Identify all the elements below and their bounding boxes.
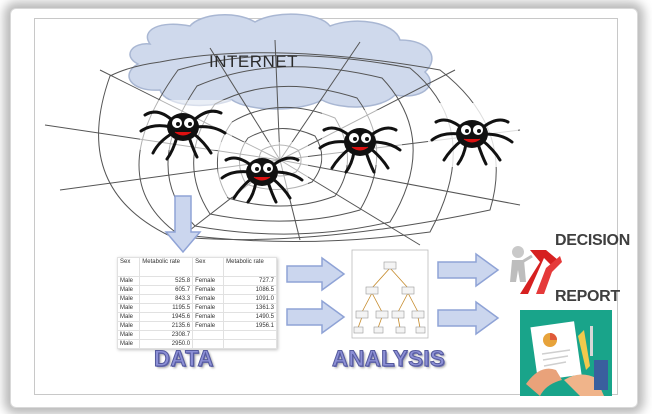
table-header-cell: Metabolic rate (139, 257, 194, 277)
table-cell: 727.7 (223, 276, 277, 286)
decision-tree-chart (351, 249, 429, 339)
spider-icon (220, 156, 304, 204)
table-cell: 1490.5 (223, 312, 277, 322)
table-cell: Female (192, 303, 225, 313)
table-header-cell: Sex (116, 257, 141, 277)
table-cell: Male (116, 312, 141, 322)
arrow-right-icon (437, 300, 500, 336)
spider-icon (430, 118, 514, 166)
table-row: Male 2950.0 (116, 339, 277, 349)
table-cell: 2135.6 (139, 321, 194, 331)
table-cell: 1086.5 (223, 285, 277, 295)
arrow-right-icon (286, 256, 346, 292)
data-table: Sex Metabolic rate Sex Metabolic rate Ma… (116, 257, 277, 349)
spider-icon (318, 126, 402, 174)
data-label: DATA (154, 346, 214, 372)
decision-figure-icon (508, 240, 562, 296)
table-row: Male 525.8 Female 727.7 (116, 276, 277, 286)
cloud-icon (128, 13, 433, 110)
table-cell: Female (192, 294, 225, 304)
table-cell: 1945.6 (139, 312, 194, 322)
table-row: Male 843.3 Female 1091.0 (116, 294, 277, 304)
table-cell: 605.7 (139, 285, 194, 295)
arrow-right-icon (286, 299, 346, 335)
table-header-row: Sex Metabolic rate Sex Metabolic rate (116, 257, 277, 277)
table-row: Male 605.7 Female 1086.5 (116, 285, 277, 295)
table-cell: Female (192, 321, 225, 331)
table-cell: 1956.1 (223, 321, 277, 331)
table-cell (223, 339, 277, 349)
table-cell (223, 330, 277, 340)
table-cell: 843.3 (139, 294, 194, 304)
table-cell: Male (116, 321, 141, 331)
analysis-label: ANALYSIS (331, 346, 446, 372)
table-row: Male 2135.6 Female 1956.1 (116, 321, 277, 331)
table-cell: Male (116, 303, 141, 313)
table-cell: 1091.0 (223, 294, 277, 304)
table-cell (192, 339, 225, 349)
table-header-cell: Sex (192, 257, 225, 277)
table-cell: Male (116, 339, 141, 349)
table-cell: Male (116, 276, 141, 286)
table-cell: Male (116, 285, 141, 295)
table-row: Male 1195.5 Female 1361.3 (116, 303, 277, 313)
table-cell: 2308.7 (139, 330, 194, 340)
table-cell: 525.8 (139, 276, 194, 286)
table-cell: Male (116, 330, 141, 340)
internet-label: INTERNET (209, 52, 298, 71)
table-cell (192, 330, 225, 340)
table-cell: Female (192, 312, 225, 322)
report-document-icon (520, 310, 612, 396)
table-cell: Male (116, 294, 141, 304)
spider-icon (139, 109, 227, 161)
table-cell: Female (192, 285, 225, 295)
arrow-down-icon (164, 195, 202, 254)
table-cell: 1195.5 (139, 303, 194, 313)
table-header-cell: Metabolic rate (223, 257, 277, 277)
table-cell: Female (192, 276, 225, 286)
table-cell: 1361.3 (223, 303, 277, 313)
decision-label: DECISION (555, 232, 630, 249)
report-label: REPORT (555, 288, 620, 305)
table-row: Male 2308.7 (116, 330, 277, 340)
arrow-right-icon (437, 252, 500, 288)
table-row: Male 1945.6 Female 1490.5 (116, 312, 277, 322)
